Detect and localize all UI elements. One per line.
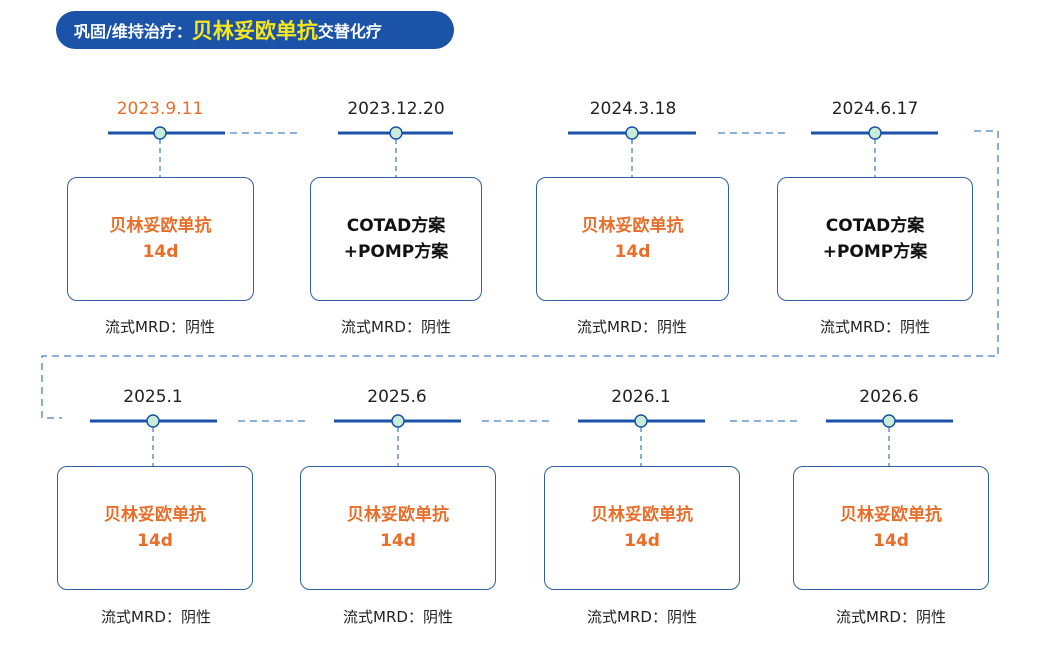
mrd-status-2: 流式MRD：阴性	[341, 318, 451, 336]
timeline-node-2	[389, 126, 403, 140]
treatment-detail: +POMP方案	[822, 242, 928, 262]
timeline-node-4	[868, 126, 882, 140]
treatment-card-6: 贝林妥欧单抗 14d	[300, 466, 496, 590]
timeline-date-1: 2023.9.11	[116, 99, 204, 119]
treatment-card-1: 贝林妥欧单抗 14d	[67, 177, 254, 301]
treatment-detail: +POMP方案	[343, 242, 449, 262]
section-title-highlight: 贝林妥欧单抗	[191, 19, 318, 43]
treatment-name: 贝林妥欧单抗	[840, 505, 942, 525]
mrd-status-4: 流式MRD：阴性	[820, 318, 930, 336]
timeline-node-8	[882, 414, 896, 428]
treatment-name: COTAD方案	[346, 216, 446, 236]
timeline-node-7	[634, 414, 648, 428]
section-title-suffix: 交替化疗	[317, 22, 382, 41]
section-title-banner: 巩固/维持治疗：贝林妥欧单抗交替化疗	[56, 11, 454, 49]
treatment-name: 贝林妥欧单抗	[109, 216, 212, 236]
treatment-card-2: COTAD方案 +POMP方案	[310, 177, 482, 301]
timeline-date-5: 2025.1	[123, 387, 183, 407]
timeline-date-7: 2026.1	[611, 387, 671, 407]
treatment-detail: 14d	[614, 242, 651, 262]
treatment-card-8: 贝林妥欧单抗 14d	[793, 466, 989, 590]
treatment-detail: 14d	[873, 531, 909, 551]
treatment-detail: 14d	[137, 531, 173, 551]
mrd-status-7: 流式MRD：阴性	[587, 608, 697, 626]
mrd-status-8: 流式MRD：阴性	[836, 608, 946, 626]
timeline-date-6: 2025.6	[367, 387, 427, 407]
treatment-detail: 14d	[624, 531, 660, 551]
timeline-date-2: 2023.12.20	[347, 99, 445, 119]
timeline-node-5	[146, 414, 160, 428]
treatment-name: COTAD方案	[825, 216, 925, 236]
treatment-card-4: COTAD方案 +POMP方案	[777, 177, 973, 301]
mrd-status-1: 流式MRD：阴性	[105, 318, 215, 336]
treatment-detail: 14d	[380, 531, 416, 551]
mrd-status-5: 流式MRD：阴性	[101, 608, 211, 626]
section-title-prefix: 巩固/维持治疗：	[74, 22, 192, 41]
treatment-name: 贝林妥欧单抗	[581, 216, 684, 236]
timeline-date-4: 2024.6.17	[831, 99, 919, 119]
timeline-node-1	[153, 126, 167, 140]
treatment-name: 贝林妥欧单抗	[104, 505, 206, 525]
timeline-node-3	[625, 126, 639, 140]
treatment-detail: 14d	[142, 242, 179, 262]
timeline-date-8: 2026.6	[859, 387, 919, 407]
mrd-status-6: 流式MRD：阴性	[343, 608, 453, 626]
timeline-date-3: 2024.3.18	[589, 99, 677, 119]
treatment-name: 贝林妥欧单抗	[347, 505, 449, 525]
treatment-name: 贝林妥欧单抗	[591, 505, 693, 525]
treatment-card-7: 贝林妥欧单抗 14d	[544, 466, 740, 590]
timeline-node-6	[391, 414, 405, 428]
treatment-card-5: 贝林妥欧单抗 14d	[57, 466, 253, 590]
mrd-status-3: 流式MRD：阴性	[577, 318, 687, 336]
dashed-wrap-connector	[41, 130, 999, 419]
treatment-card-3: 贝林妥欧单抗 14d	[536, 177, 729, 301]
